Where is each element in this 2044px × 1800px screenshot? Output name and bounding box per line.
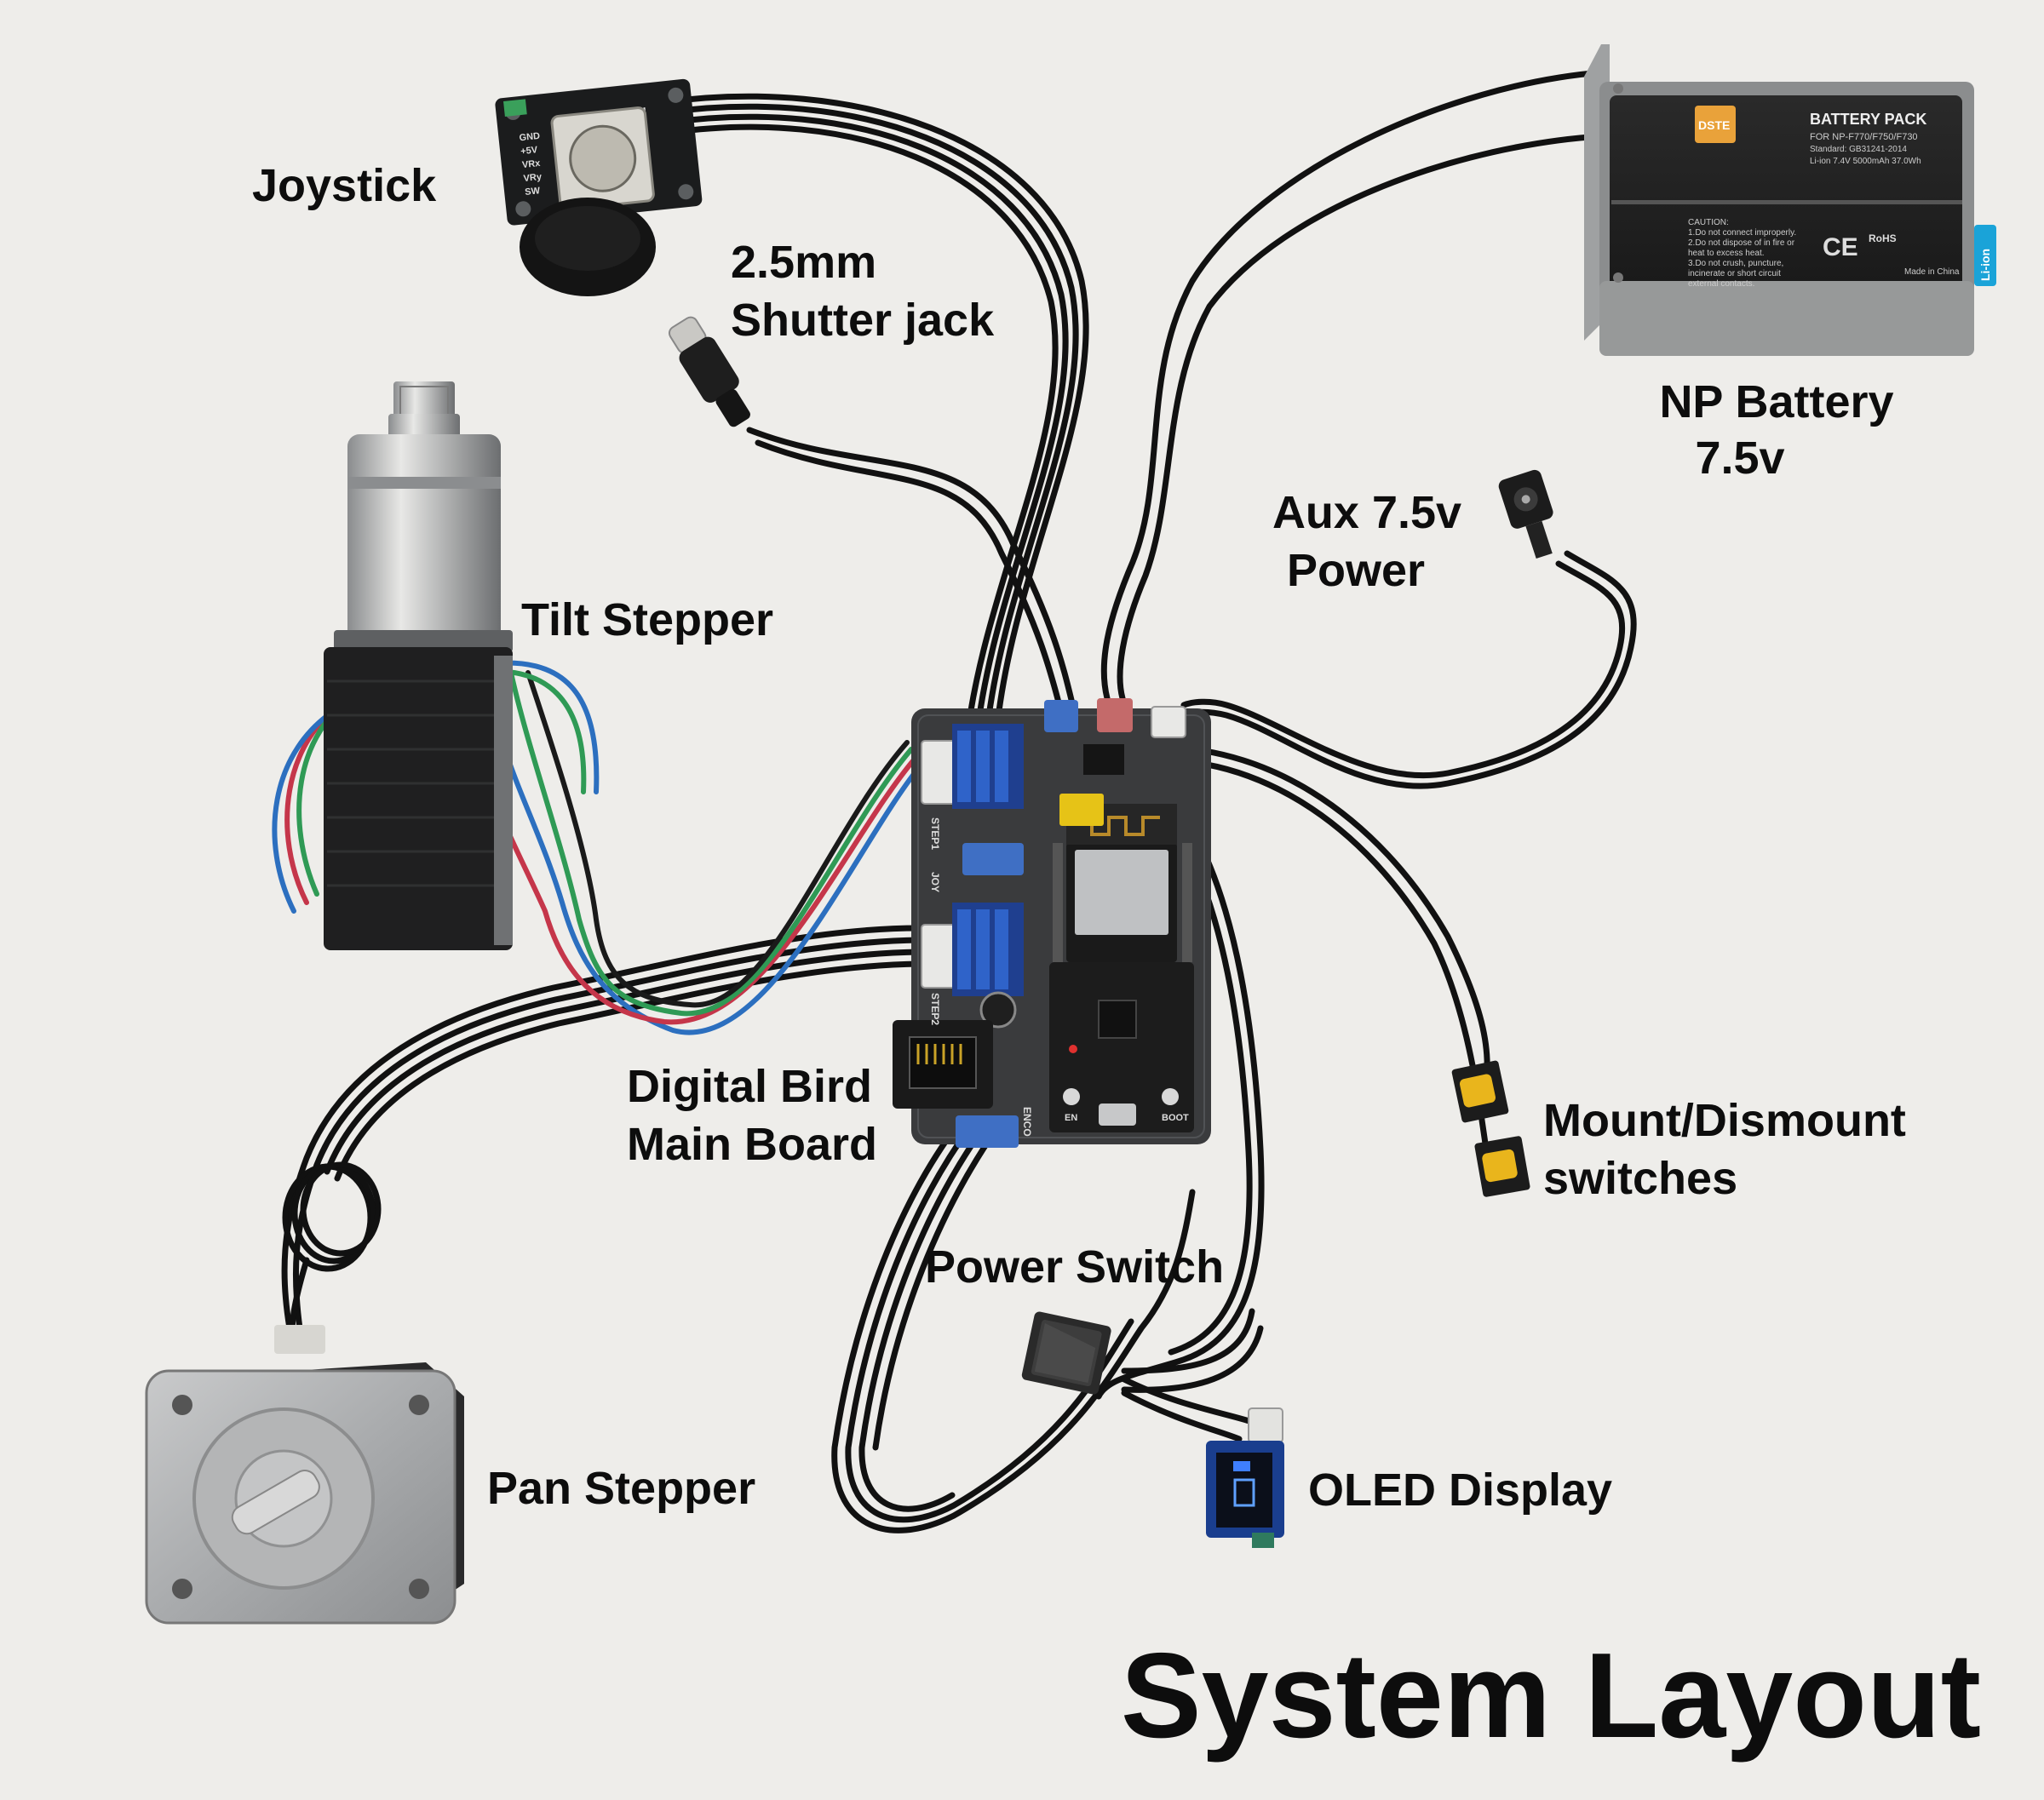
shutter-jack-cable <box>746 427 1077 715</box>
power-switch <box>1021 1311 1111 1395</box>
board-silk-step2: STEP2 <box>929 993 941 1025</box>
np-battery: DSTE BATTERY PACK FOR NP-F770/F750/F730 … <box>1584 44 1996 356</box>
battery-brand: DSTE <box>1698 118 1730 132</box>
battery-caution: CAUTION: 1.Do not connect improperly. 2.… <box>1688 218 1796 289</box>
caution-line: 1.Do not connect improperly. <box>1688 228 1796 238</box>
pin-label: +5V <box>520 145 539 157</box>
encoder-cable <box>831 1121 1196 1533</box>
battery-made-in: Made in China <box>1904 267 1960 277</box>
label-tilt-stepper: Tilt Stepper <box>521 594 773 645</box>
diagram-labels: Joystick 2.5mm Shutter jack NP Battery 7… <box>252 160 1981 1763</box>
board-silk-step1: STEP1 <box>929 817 941 850</box>
label-mount-switches-line1: Mount/Dismount <box>1543 1095 1906 1146</box>
caution-line: external contacts. <box>1688 279 1754 289</box>
label-aux-power-line1: Aux 7.5v <box>1272 487 1461 538</box>
caution-line: heat to excess heat. <box>1688 249 1765 258</box>
joystick-module: MH GND +5V VRx VRy SW <box>495 78 703 296</box>
battery-line: Standard: GB31241-2014 <box>1810 145 1907 154</box>
pan-stepper-motor <box>145 1325 464 1625</box>
board-silk-boot: BOOT <box>1162 1113 1189 1123</box>
battery-heading: BATTERY PACK <box>1810 111 1926 128</box>
caution-line: CAUTION: <box>1688 218 1729 227</box>
oled-display <box>1206 1407 1284 1548</box>
mount-dismount-switches <box>1451 1060 1530 1197</box>
pin-label: VRx <box>521 158 541 170</box>
label-joystick: Joystick <box>252 160 437 211</box>
diagram-title: System Layout <box>1121 1628 1981 1763</box>
label-pan-stepper: Pan Stepper <box>487 1463 755 1514</box>
board-silk-en: EN <box>1065 1113 1077 1123</box>
pin-label: GND <box>519 131 541 143</box>
label-main-board-line1: Digital Bird <box>627 1061 872 1112</box>
joystick-pin-labels: GND +5V VRx VRy SW <box>519 131 543 198</box>
caution-line: 2.Do not dispose of in fire or <box>1688 238 1795 248</box>
battery-chem: Li-ion <box>1978 249 1992 281</box>
aux-power-cable <box>1180 550 1637 789</box>
tilt-stepper-motor <box>324 381 513 950</box>
caution-line: 3.Do not crush, puncture, <box>1688 259 1783 268</box>
pan-cable-coil <box>282 1161 382 1349</box>
cable-bundle <box>272 69 1637 1533</box>
board-silk-joy: JOY <box>929 872 941 892</box>
caution-line: incinerate or short circuit <box>1688 269 1781 278</box>
label-np-battery-line1: NP Battery <box>1659 376 1893 427</box>
main-board: BOOT EN STEP1 JOY STEP2 ENCO <box>893 698 1211 1148</box>
label-shutter-jack-line2: Shutter jack <box>731 295 995 346</box>
battery-cable <box>1100 69 1605 702</box>
battery-ce-mark: CE <box>1823 233 1858 261</box>
label-main-board-line2: Main Board <box>627 1119 877 1170</box>
label-shutter-jack-line1: 2.5mm <box>731 237 876 288</box>
pin-label: SW <box>525 186 541 198</box>
label-oled-display: OLED Display <box>1308 1465 1612 1516</box>
label-aux-power-line2: Power <box>1287 545 1425 596</box>
label-mount-switches-line2: switches <box>1543 1153 1737 1204</box>
label-power-switch: Power Switch <box>925 1241 1224 1293</box>
battery-rohs: RoHS <box>1869 232 1897 244</box>
battery-line: FOR NP-F770/F750/F730 <box>1810 132 1918 142</box>
label-np-battery-line2: 7.5v <box>1695 433 1784 484</box>
pin-label: VRy <box>523 172 543 184</box>
shutter-jack <box>668 316 750 427</box>
aux-power-jack <box>1498 469 1553 559</box>
battery-line: Li-ion 7.4V 5000mAh 37.0Wh <box>1810 157 1921 166</box>
board-silk-enco: ENCO <box>1021 1107 1033 1137</box>
